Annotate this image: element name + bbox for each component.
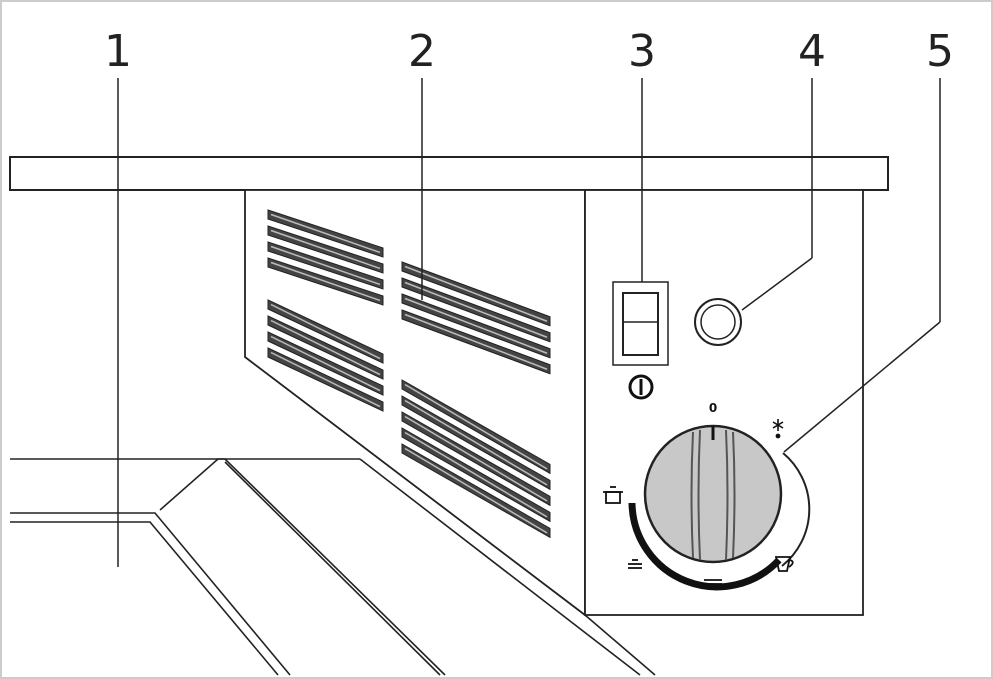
leader-lines bbox=[117, 78, 941, 567]
rocker-switch[interactable] bbox=[612, 281, 669, 366]
vent-slot-highlight bbox=[404, 415, 548, 502]
callout-1: 1 bbox=[104, 26, 132, 77]
vent-slot-highlight bbox=[404, 383, 548, 470]
vent-slot-highlight bbox=[270, 229, 381, 270]
callout-labels: 1 2 3 4 5 bbox=[104, 26, 954, 77]
indicator-lamp bbox=[694, 298, 742, 346]
callout-2: 2 bbox=[408, 26, 436, 77]
vent-slot-highlight bbox=[270, 303, 381, 360]
vent-slot-highlight bbox=[404, 431, 548, 518]
callout-5: 5 bbox=[926, 26, 954, 77]
vent-slot-highlight bbox=[404, 281, 548, 338]
leader-line-4b bbox=[741, 257, 813, 311]
dial-zero-label: 0 bbox=[709, 401, 717, 415]
thermostat-dial[interactable] bbox=[628, 424, 811, 591]
vent-slot-highlight bbox=[404, 399, 548, 486]
vent-slot-highlight bbox=[270, 351, 381, 408]
callout-3: 3 bbox=[628, 26, 656, 77]
vent-slot-highlight bbox=[270, 319, 381, 376]
control-panel: 0 bbox=[584, 189, 864, 616]
vent-slot-highlight bbox=[270, 213, 381, 254]
vent-slot-highlight bbox=[404, 313, 548, 370]
snowflake-icon bbox=[772, 419, 784, 439]
cabinet-structure bbox=[10, 458, 446, 676]
vent-slot-highlight bbox=[270, 261, 381, 302]
heat-lines-icon bbox=[704, 579, 722, 589]
leader-line-5b bbox=[783, 321, 941, 453]
vent-slot-highlight bbox=[404, 447, 548, 534]
vent-slot-highlight bbox=[404, 265, 548, 322]
vent-slots bbox=[267, 209, 551, 539]
ventilation-panel bbox=[244, 189, 656, 676]
power-on-off-icon bbox=[628, 374, 654, 400]
vent-slot-highlight bbox=[270, 335, 381, 392]
vent-slot-highlight bbox=[270, 245, 381, 286]
countertop bbox=[9, 156, 889, 191]
callout-4: 4 bbox=[798, 26, 826, 77]
vent-slot-highlight bbox=[404, 297, 548, 354]
cup-icon bbox=[774, 556, 794, 572]
grill-icon bbox=[628, 559, 642, 569]
pot-icon bbox=[603, 486, 623, 504]
